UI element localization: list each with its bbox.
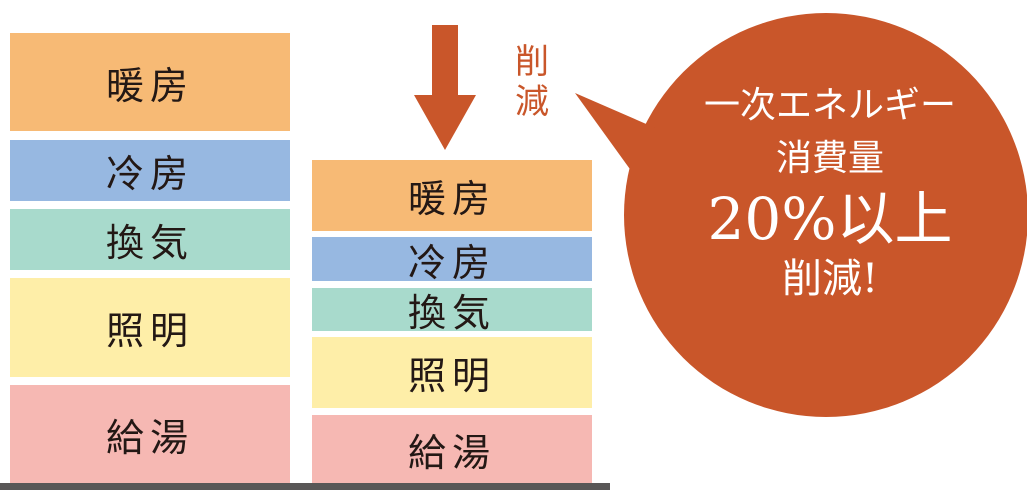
bubble-text: 一次エネルギー 消費量 20%以上 削減! — [640, 85, 1020, 302]
after-hot-water: 給湯 — [312, 415, 592, 483]
down-arrow-icon — [414, 25, 476, 150]
before-hot-water: 給湯 — [10, 385, 290, 483]
speech-bubble — [624, 13, 1027, 417]
before-ventilation: 換気 — [10, 209, 290, 270]
before-heating: 暖房 — [10, 33, 290, 131]
bubble-line-2: 消費量 — [775, 138, 884, 180]
baseline — [0, 483, 610, 490]
after-ventilation: 換気 — [312, 288, 592, 335]
reduction-label: 削 減 — [512, 42, 552, 122]
bubble-line-4: 削減! — [781, 256, 879, 303]
after-cooling: 冷房 — [312, 237, 592, 285]
after-lighting: 照明 — [312, 337, 592, 408]
reduction-char-1: 削 — [515, 42, 549, 82]
before-lighting: 照明 — [10, 278, 290, 377]
before-cooling: 冷房 — [10, 140, 290, 201]
reduction-char-2: 減 — [515, 82, 549, 122]
after-heating: 暖房 — [312, 160, 592, 231]
bubble-line-3: 20%以上 — [707, 184, 953, 253]
speech-bubble-tail — [575, 93, 660, 190]
bubble-line-1: 一次エネルギー — [703, 85, 956, 126]
